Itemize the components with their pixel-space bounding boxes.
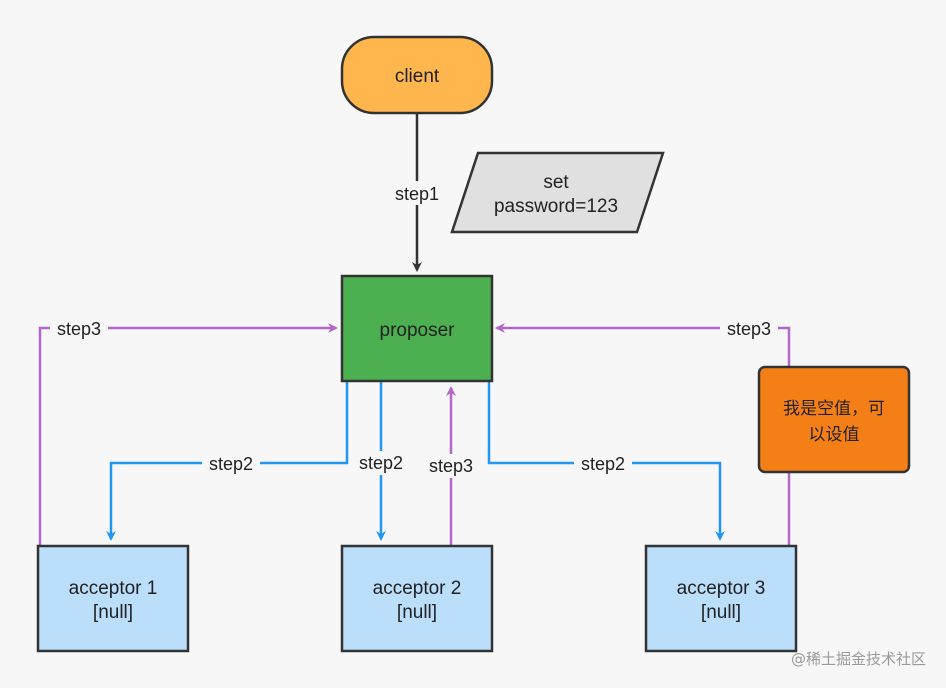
svg-text:step3: step3 bbox=[429, 456, 473, 476]
label-step3-right: step3 bbox=[720, 316, 778, 340]
svg-text:acceptor 2: acceptor 2 bbox=[373, 578, 462, 599]
node-callout: 我是空值，可 以设值 bbox=[757, 365, 911, 474]
node-acceptor-1: acceptor 1 [null] bbox=[36, 544, 190, 653]
node-client: client bbox=[340, 35, 494, 115]
svg-text:[null]: [null] bbox=[397, 602, 437, 623]
svg-text:step2: step2 bbox=[359, 453, 403, 473]
svg-text:client: client bbox=[395, 66, 440, 87]
node-set-password-note: set password=123 bbox=[450, 151, 665, 234]
watermark-text: @稀土掘金技术社区 bbox=[791, 650, 926, 668]
label-step3-middle: step3 bbox=[422, 454, 480, 478]
edge-acceptor1-to-proposer bbox=[38, 323, 338, 545]
label-step2-right: step2 bbox=[574, 452, 632, 476]
svg-text:step1: step1 bbox=[395, 184, 439, 204]
svg-text:[null]: [null] bbox=[701, 602, 741, 623]
node-proposer: proposer bbox=[340, 274, 494, 383]
label-step2-middle: step2 bbox=[352, 451, 410, 475]
svg-text:step2: step2 bbox=[209, 454, 253, 474]
edge-acceptor3-to-proposer bbox=[495, 323, 791, 545]
svg-text:set: set bbox=[543, 172, 569, 193]
label-step1: step1 bbox=[388, 181, 446, 205]
svg-text:step3: step3 bbox=[727, 319, 771, 339]
svg-text:step2: step2 bbox=[581, 454, 625, 474]
svg-text:以设值: 以设值 bbox=[809, 425, 860, 445]
label-step3-left: step3 bbox=[50, 316, 108, 340]
svg-text:password=123: password=123 bbox=[494, 196, 618, 217]
node-acceptor-2: acceptor 2 [null] bbox=[340, 544, 494, 653]
svg-text:[null]: [null] bbox=[93, 602, 133, 623]
label-step2-left: step2 bbox=[202, 452, 260, 476]
svg-text:acceptor 1: acceptor 1 bbox=[69, 578, 158, 599]
svg-text:proposer: proposer bbox=[380, 320, 456, 341]
node-acceptor-3: acceptor 3 [null] bbox=[644, 544, 798, 653]
svg-text:我是空值，可: 我是空值，可 bbox=[783, 399, 885, 419]
svg-text:step3: step3 bbox=[57, 319, 101, 339]
svg-text:acceptor 3: acceptor 3 bbox=[677, 578, 766, 599]
